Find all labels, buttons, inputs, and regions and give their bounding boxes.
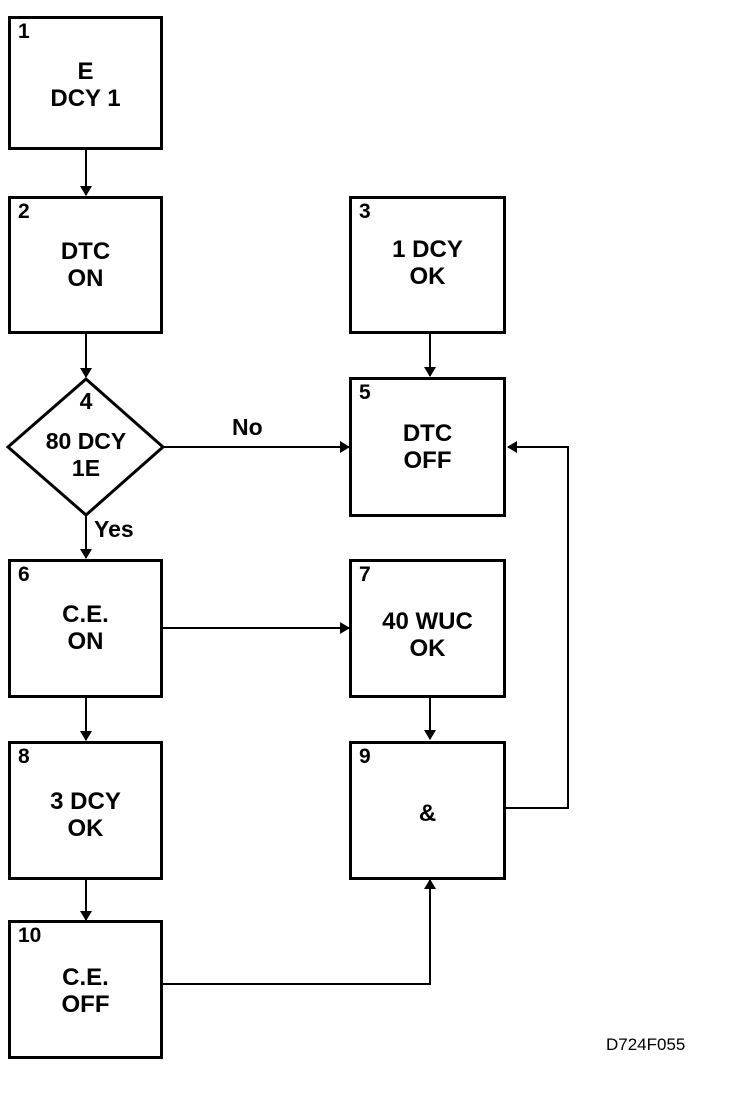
node-8-number: 8 <box>18 745 30 768</box>
node-2-line1: DTC <box>60 238 111 265</box>
node-6-line1: C.E. <box>62 601 109 628</box>
node-3-number: 3 <box>359 200 371 223</box>
node-10: 10 C.E. OFF <box>8 920 163 1059</box>
edge-label-yes: Yes <box>94 516 134 542</box>
node-10-line1: C.E. <box>62 964 109 991</box>
edge-label-no: No <box>232 414 263 440</box>
node-6-line2: ON <box>67 628 104 655</box>
node-9-line1: & <box>418 800 437 827</box>
node-3-line2: OK <box>409 263 446 290</box>
node-5-line2: OFF <box>403 447 452 474</box>
node-4-line1: 80 DCY <box>45 428 127 454</box>
node-4-line2: 1E <box>71 455 101 481</box>
node-3: 3 1 DCY OK <box>349 196 506 334</box>
node-7-line1: 40 WUC <box>382 608 473 635</box>
arrow-10-to-9 <box>163 879 436 985</box>
node-9-number: 9 <box>359 745 371 768</box>
node-1-line2: DCY 1 <box>50 85 121 112</box>
node-5-number: 5 <box>359 381 371 404</box>
node-8-line1: 3 DCY <box>50 788 121 815</box>
node-2: 2 DTC ON <box>8 196 163 334</box>
node-6-number: 6 <box>18 563 30 586</box>
node-1: 1 E DCY 1 <box>8 16 163 150</box>
node-7: 7 40 WUC OK <box>349 559 506 698</box>
node-3-line1: 1 DCY <box>392 236 463 263</box>
figure-code: D724F055 <box>606 1035 686 1054</box>
node-5-line1: DTC <box>402 420 453 447</box>
node-2-number: 2 <box>18 200 30 223</box>
node-10-number: 10 <box>18 924 42 947</box>
node-2-line2: ON <box>67 265 104 292</box>
node-9: 9 & <box>349 741 506 880</box>
node-8: 8 3 DCY OK <box>8 741 163 880</box>
node-4-number: 4 <box>79 388 93 414</box>
arrow-9-to-5 <box>506 441 569 809</box>
node-6: 6 C.E. ON <box>8 559 163 698</box>
node-1-number: 1 <box>18 20 30 43</box>
node-1-line1: E <box>77 58 94 85</box>
node-8-line2: OK <box>67 815 104 842</box>
decision-diamond <box>5 377 166 517</box>
node-10-line2: OFF <box>61 991 110 1018</box>
node-7-line2: OK <box>409 635 446 662</box>
node-5: 5 DTC OFF <box>349 377 506 517</box>
node-7-number: 7 <box>359 563 371 586</box>
